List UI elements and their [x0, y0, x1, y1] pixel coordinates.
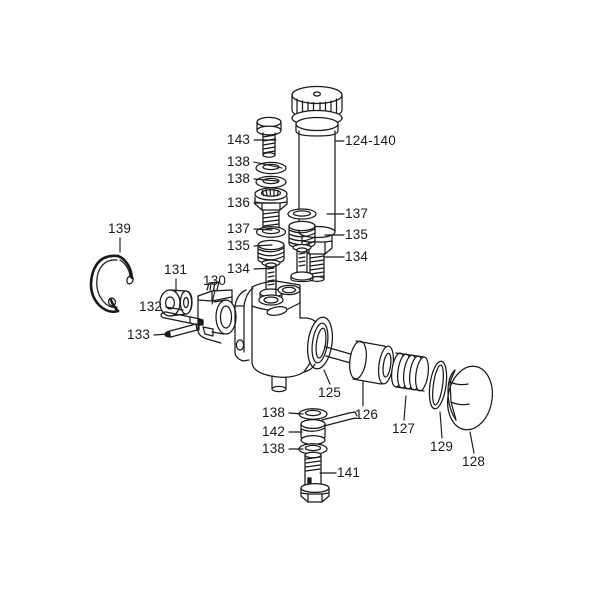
leader-label-137-L	[253, 228, 273, 231]
leader-label-127	[403, 395, 407, 421]
label-134-L: 134	[227, 261, 251, 276]
part-132-pivot-pin	[160, 311, 204, 326]
leader-label-129	[439, 411, 443, 439]
label-143: 143	[227, 132, 251, 147]
part-128-end-cap	[447, 365, 493, 431]
label-135-R: 135	[345, 227, 369, 242]
part-129-o-ring	[428, 360, 448, 410]
label-138-b1: 138	[262, 405, 286, 420]
label-130: 130	[203, 273, 227, 288]
part-135-right-spring-cage	[288, 220, 316, 252]
label-126: 126	[355, 407, 379, 422]
leader-label-138-top	[253, 161, 283, 169]
label-129: 129	[430, 439, 454, 454]
label-131: 131	[164, 262, 188, 277]
label-132: 132	[139, 299, 163, 314]
part-139-retaining-snap-ring	[89, 254, 134, 314]
leader-label-138-2	[253, 178, 279, 182]
part-134-right-valve-pin	[290, 247, 314, 283]
label-137-L: 137	[227, 221, 251, 236]
label-139: 139	[108, 221, 132, 236]
leader-label-125	[323, 369, 331, 385]
part-127-coil-spring	[390, 352, 430, 392]
part-141-hollow-hex-bolt	[300, 451, 330, 503]
leader-label-132	[165, 306, 184, 311]
part-137-right-sealing-washer	[287, 208, 317, 220]
leader-label-138-b1	[288, 412, 304, 415]
label-137-R: 137	[345, 206, 369, 221]
leader-label-130	[211, 289, 216, 305]
label-124-140: 124-140	[345, 133, 396, 148]
part-142-spacer-sleeve	[300, 411, 358, 446]
part-135-left-spring-cage	[257, 239, 285, 267]
part-126-piston	[325, 340, 395, 385]
leader-lines	[119, 139, 475, 474]
part-130-lever-bracket	[197, 281, 237, 344]
label-127: 127	[392, 421, 416, 436]
part-133-small-pin	[164, 323, 200, 338]
part-131-bushing-roller	[159, 289, 193, 317]
label-135-L: 135	[227, 238, 251, 253]
part-138-upper-washer-a	[255, 161, 287, 175]
label-142: 142	[262, 424, 286, 439]
label-138-2: 138	[227, 171, 251, 186]
label-125: 125	[318, 385, 342, 400]
label-138-top: 138	[227, 154, 251, 169]
leader-label-134-L	[253, 267, 275, 270]
part-125-pump-housing	[234, 280, 334, 393]
part-143-upper-screw	[256, 116, 282, 158]
label-133: 133	[127, 327, 151, 342]
leader-label-133	[153, 333, 169, 336]
label-134-R: 134	[345, 249, 369, 264]
label-138-b2: 138	[262, 441, 286, 456]
leader-label-128	[469, 431, 475, 454]
label-128: 128	[462, 454, 486, 469]
part-138-upper-washer-b	[255, 175, 287, 189]
label-141: 141	[337, 465, 361, 480]
leader-label-135-L	[253, 244, 273, 247]
label-136: 136	[227, 195, 251, 210]
part-136-hex-fitting	[254, 187, 288, 234]
part-137-left-sealing-washer	[255, 226, 287, 238]
